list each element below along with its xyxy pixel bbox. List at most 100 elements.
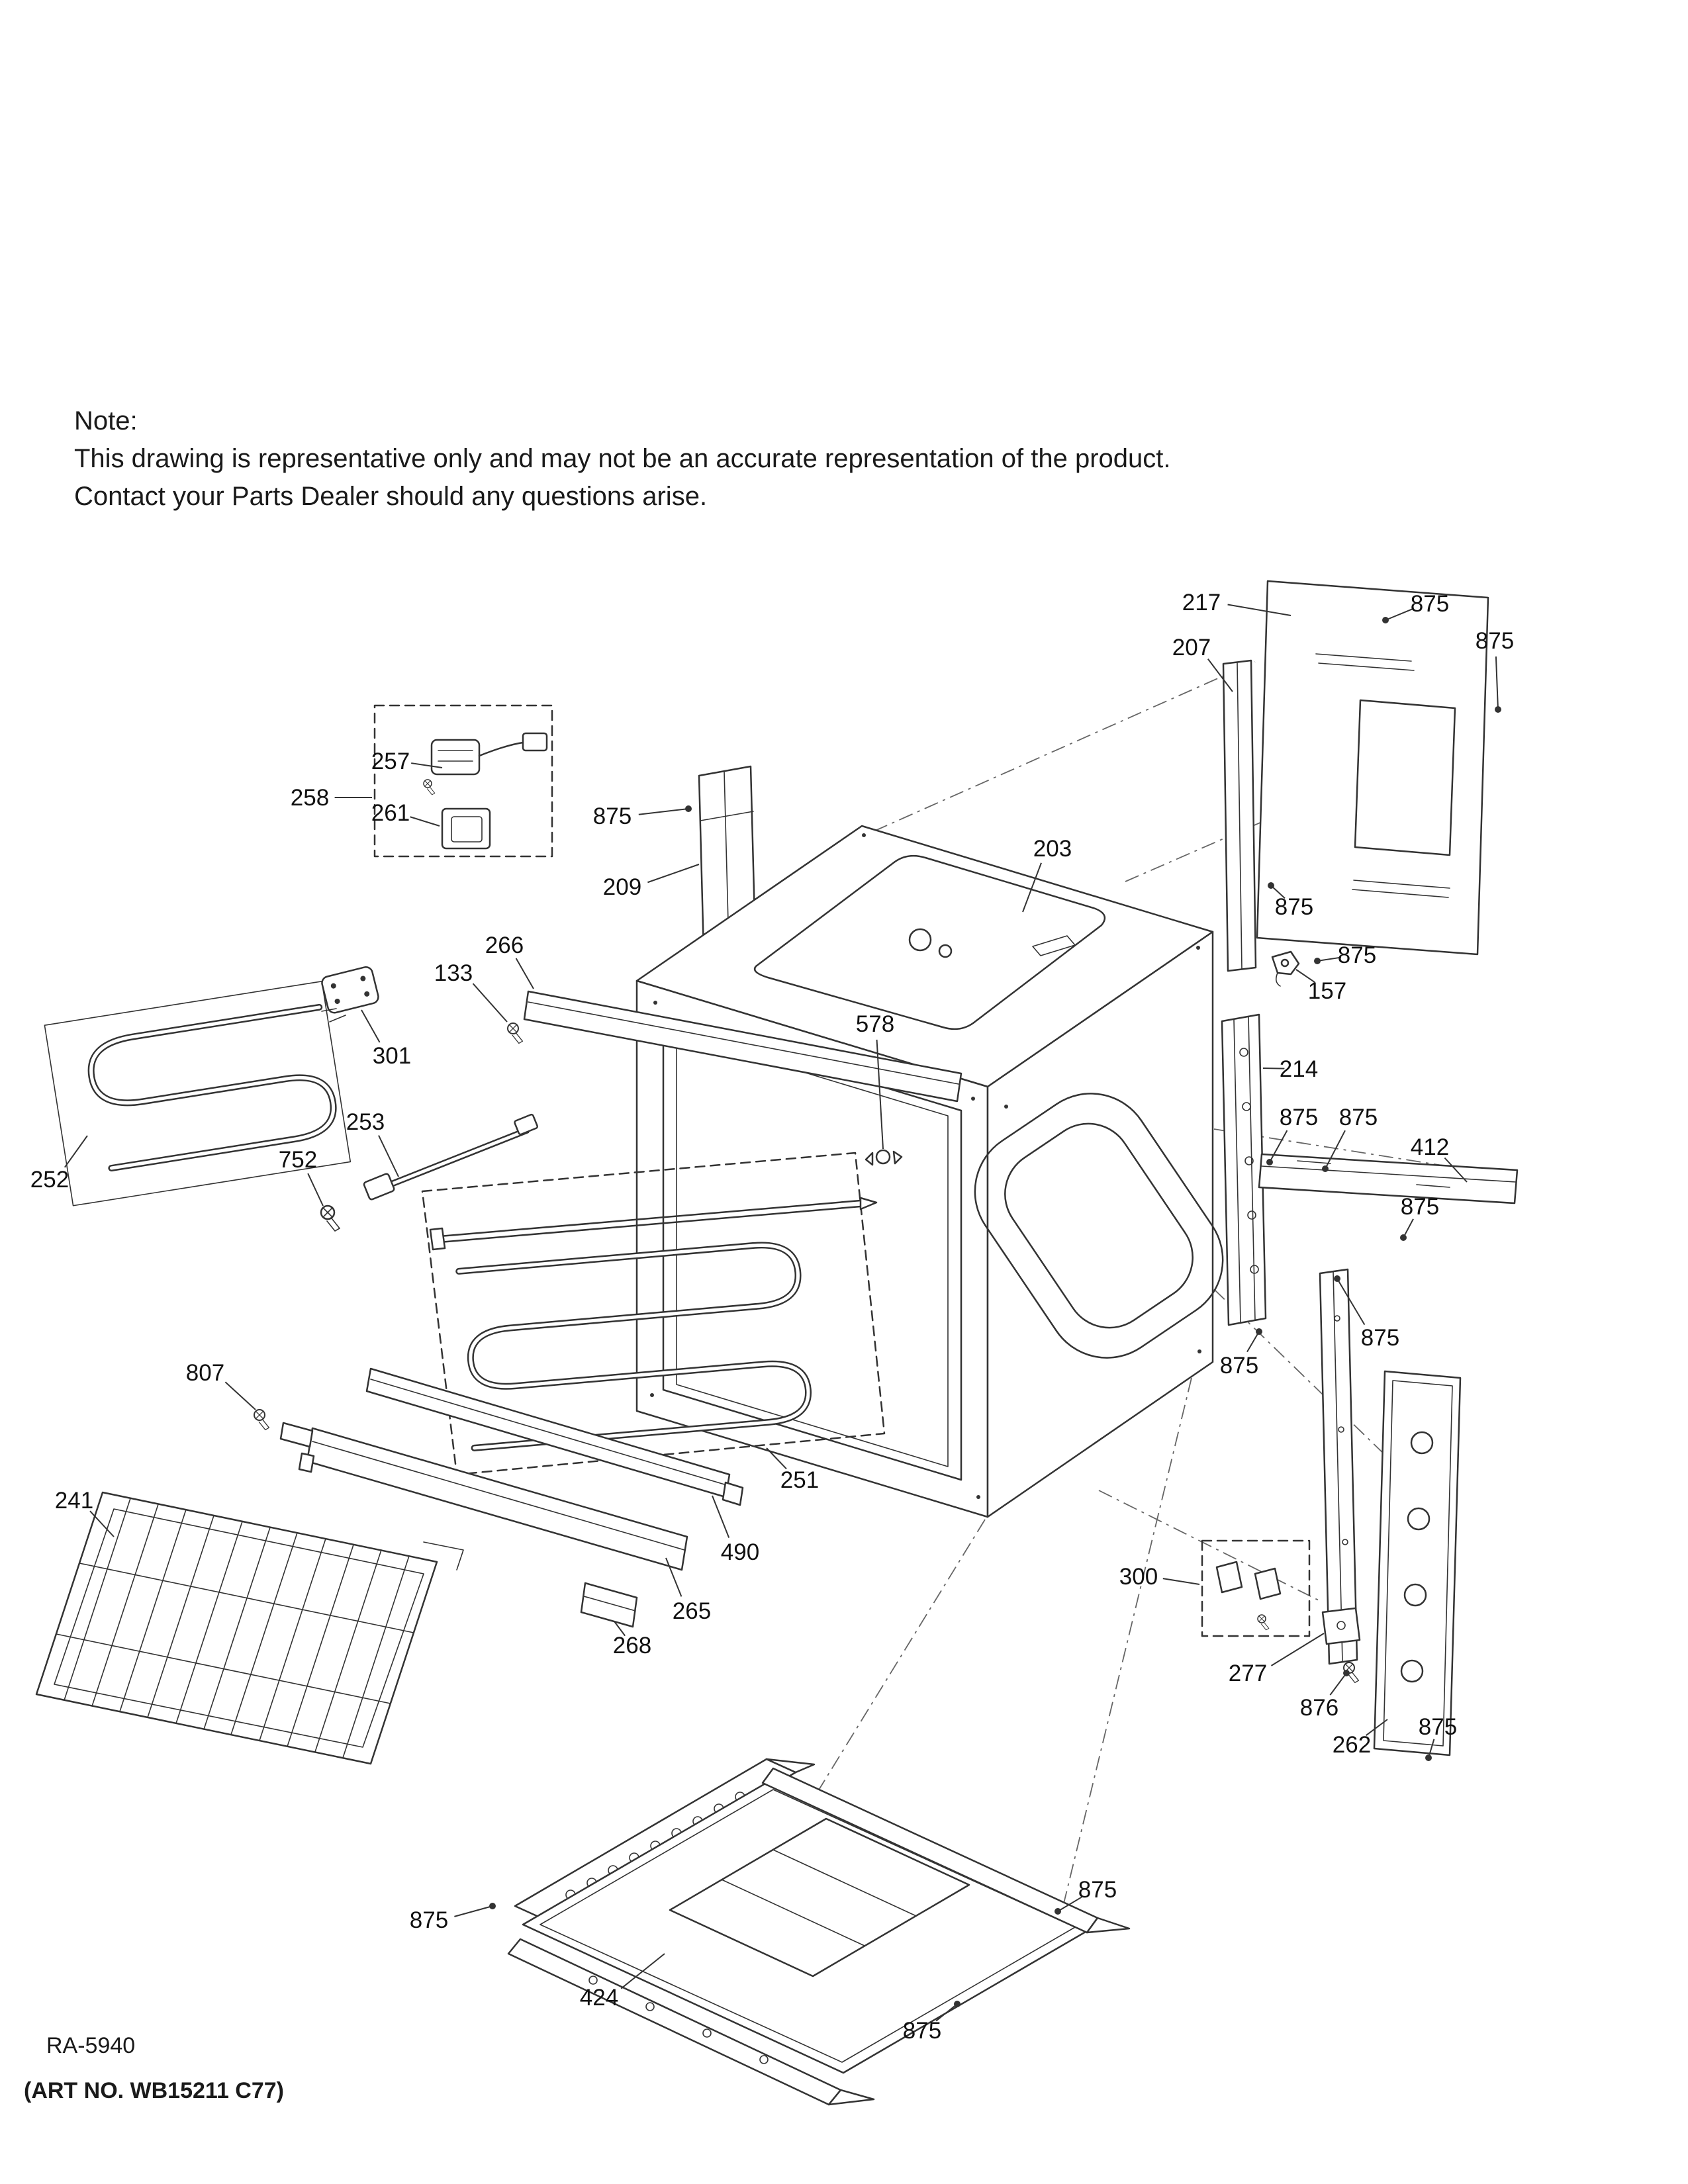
part-label-133: 133 <box>434 960 473 986</box>
leader-line <box>638 808 689 815</box>
screw-icon <box>423 779 436 796</box>
screw-icon <box>1257 1614 1270 1631</box>
leader-line <box>361 1009 381 1043</box>
leader-line <box>410 816 440 827</box>
leader-line <box>1207 659 1233 692</box>
leader-line <box>515 958 534 989</box>
drawing-number: RA-5940 <box>46 2033 136 2058</box>
door-outer-panel-217 <box>1256 580 1489 956</box>
oven-rack-241 <box>35 1491 464 1765</box>
part-label-253: 253 <box>346 1109 385 1135</box>
screw-dot <box>1322 1165 1329 1172</box>
part-label-257: 257 <box>371 749 410 774</box>
screw-dot <box>954 2001 961 2007</box>
screw-dot <box>1334 1275 1340 1282</box>
leader-line <box>89 1510 115 1537</box>
front-bracket-266 <box>506 990 962 1103</box>
leader-line <box>647 864 700 884</box>
part-label-268: 268 <box>613 1633 651 1659</box>
screw-dot <box>1268 882 1274 889</box>
base-panel-424 <box>507 1758 1131 2106</box>
part-label-875: 875 <box>593 803 632 829</box>
part-label-207: 207 <box>1172 635 1211 660</box>
leader-line <box>876 1039 884 1150</box>
leader-line <box>665 1557 682 1597</box>
part-label-258: 258 <box>291 785 329 811</box>
leader-line <box>1022 862 1042 913</box>
latch-part-578 <box>865 1149 903 1166</box>
part-label-277: 277 <box>1229 1661 1267 1686</box>
screw-dot <box>1400 1234 1407 1241</box>
part-label-875: 875 <box>1339 1105 1378 1130</box>
channel-bracket-214 <box>1221 1013 1267 1326</box>
screw-dot <box>1425 1754 1432 1761</box>
part-label-578: 578 <box>856 1011 894 1037</box>
leader-line <box>1162 1578 1200 1585</box>
leader-line <box>411 762 443 768</box>
part-label-266: 266 <box>485 933 524 958</box>
leader-line <box>472 983 508 1023</box>
leader-line <box>1227 604 1291 616</box>
leader-line <box>620 1953 665 1989</box>
leader-line <box>1317 956 1342 962</box>
screw-dot <box>1495 706 1501 713</box>
part-label-217: 217 <box>1182 590 1221 615</box>
terminal-plate-301 <box>321 966 379 1014</box>
leader-line <box>307 1173 324 1206</box>
part-label-251: 251 <box>780 1467 819 1493</box>
hinge-part-157 <box>1271 950 1300 987</box>
leader-line <box>1385 608 1413 621</box>
part-label-262: 262 <box>1333 1732 1371 1758</box>
leader-line <box>1403 1218 1414 1238</box>
thermostat-kit-258 <box>373 704 553 858</box>
trim-strip-265 <box>298 1427 688 1571</box>
leader-line <box>1270 1633 1325 1666</box>
part-label-252: 252 <box>30 1167 69 1193</box>
side-trim-strip-207 <box>1222 659 1257 972</box>
screw-dot <box>1382 617 1389 623</box>
part-label-875: 875 <box>1078 1877 1117 1903</box>
broil-element-252 <box>44 981 352 1206</box>
side-bracket-412 <box>1258 1153 1519 1205</box>
leader-line <box>614 1621 626 1637</box>
part-label-241: 241 <box>55 1488 93 1514</box>
leader-line <box>1295 969 1315 983</box>
oven-cavity-assembly-203 <box>635 825 1224 1518</box>
part-label-300: 300 <box>1119 1564 1158 1590</box>
leader-line <box>1325 1130 1346 1169</box>
part-label-875: 875 <box>1220 1353 1258 1379</box>
part-label-875: 875 <box>903 2018 941 2044</box>
screw-dot <box>685 805 692 812</box>
hidden-bake-assembly-251 <box>421 1152 886 1476</box>
leader-line <box>1057 1896 1082 1912</box>
part-label-412: 412 <box>1411 1134 1449 1160</box>
screw-dot <box>1343 1670 1350 1676</box>
leader-line <box>378 1135 399 1177</box>
leader-line <box>935 2003 958 2022</box>
element-terminal <box>321 1008 337 1012</box>
part-label-265: 265 <box>673 1598 711 1624</box>
leader-line <box>454 1905 493 1917</box>
part-label-261: 261 <box>371 800 410 826</box>
trim-strip-268 <box>580 1582 638 1628</box>
side-panel-262 <box>1373 1370 1462 1756</box>
clip-bracket <box>279 1422 314 1448</box>
vertical-strip-277 <box>1319 1268 1361 1665</box>
trim-strip-490 <box>365 1367 744 1506</box>
screw-dot <box>1055 1908 1061 1915</box>
sensor-probe-253 <box>363 1113 538 1201</box>
screw-dot <box>489 1903 496 1909</box>
part-label-875: 875 <box>1275 894 1313 920</box>
part-label-157: 157 <box>1308 978 1346 1004</box>
screw-icon <box>506 1022 524 1044</box>
element-terminal <box>329 1015 346 1023</box>
part-label-875: 875 <box>1338 942 1376 968</box>
part-label-875: 875 <box>410 1907 448 1933</box>
leader-line <box>1262 1068 1285 1069</box>
leader-line <box>1336 1278 1366 1326</box>
screw-dot <box>1266 1159 1273 1165</box>
part-label-875: 875 <box>1280 1105 1318 1130</box>
